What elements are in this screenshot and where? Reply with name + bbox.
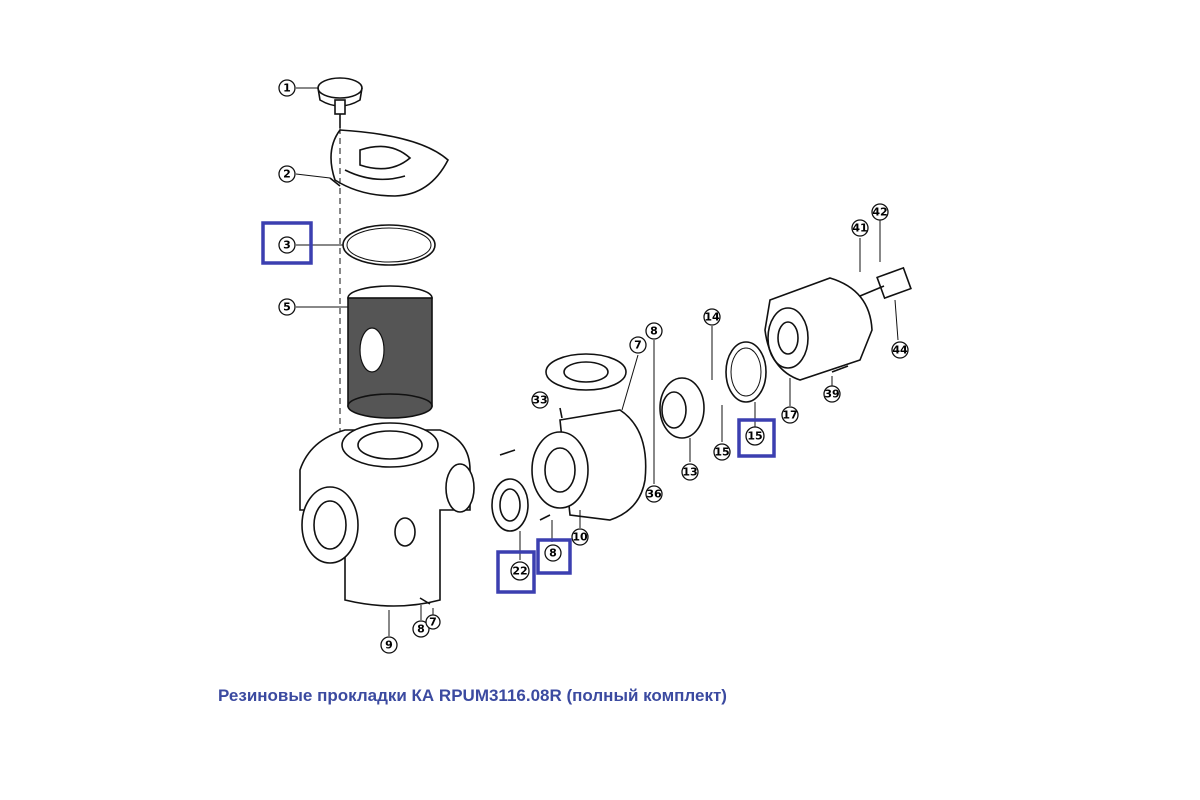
callout-42: 42 [871, 203, 889, 221]
svg-text:5: 5 [283, 301, 291, 314]
callout-9: 9 [380, 636, 398, 654]
svg-text:10: 10 [572, 531, 588, 544]
svg-text:17: 17 [782, 409, 797, 422]
svg-text:8: 8 [417, 623, 425, 636]
callout-7-top: 7 [629, 336, 647, 354]
svg-text:3: 3 [283, 239, 291, 252]
callout-8-bottom: 8 [412, 620, 430, 638]
callout-14: 14 [703, 308, 721, 326]
svg-text:15: 15 [747, 430, 762, 443]
svg-text:44: 44 [892, 344, 908, 357]
callout-1: 1 [278, 79, 296, 97]
callout-39: 39 [823, 385, 841, 403]
part-shaft-assembly [859, 266, 912, 300]
svg-text:22: 22 [512, 565, 527, 578]
callout-15-highlighted: 15 [745, 426, 765, 446]
part-strainer-housing [299, 422, 475, 607]
svg-text:14: 14 [704, 311, 720, 324]
svg-text:15: 15 [714, 446, 729, 459]
part-strainer-basket [347, 285, 433, 419]
callout-41: 41 [851, 219, 869, 237]
highlight-box-8 [536, 538, 572, 575]
callout-2: 2 [278, 165, 296, 183]
part-impeller [659, 377, 705, 439]
part-knob [317, 77, 363, 128]
svg-text:7: 7 [429, 616, 437, 629]
callout-7-bottom: 7 [425, 614, 441, 630]
part-motor-adapter [764, 277, 873, 381]
part-seal-ring [725, 341, 767, 403]
svg-text:39: 39 [824, 388, 839, 401]
svg-text:41: 41 [852, 222, 867, 235]
highlight-box-22 [496, 550, 536, 594]
callout-44: 44 [891, 341, 909, 359]
part-pump-casing [531, 353, 647, 521]
svg-text:8: 8 [650, 325, 658, 338]
svg-text:7: 7 [634, 339, 642, 352]
callout-5: 5 [278, 298, 296, 316]
caption: Резиновые прокладки КА RPUM3116.08R (пол… [218, 686, 727, 705]
callout-22: 22 [510, 561, 530, 581]
callout-17: 17 [781, 406, 799, 424]
callout-15-left: 15 [713, 443, 731, 461]
highlight-box-3 [261, 221, 313, 265]
svg-text:9: 9 [385, 639, 393, 652]
svg-text:1: 1 [283, 82, 291, 95]
callout-13: 13 [681, 463, 699, 481]
svg-text:13: 13 [682, 466, 697, 479]
part-lid-clamp [329, 129, 449, 197]
svg-text:42: 42 [872, 206, 887, 219]
part-casing-gasket [491, 478, 529, 532]
callout-10: 10 [571, 528, 589, 546]
svg-text:36: 36 [646, 488, 662, 501]
callout-33: 33 [531, 391, 549, 409]
callout-8-mid: 8 [544, 544, 562, 562]
svg-text:33: 33 [532, 394, 547, 407]
svg-text:8: 8 [549, 547, 557, 560]
callout-3: 3 [278, 236, 296, 254]
svg-text:2: 2 [283, 168, 291, 181]
highlight-box-15 [737, 418, 776, 458]
callout-8-top: 8 [645, 322, 663, 340]
part-o-ring [342, 224, 436, 266]
callout-36: 36 [645, 485, 663, 503]
